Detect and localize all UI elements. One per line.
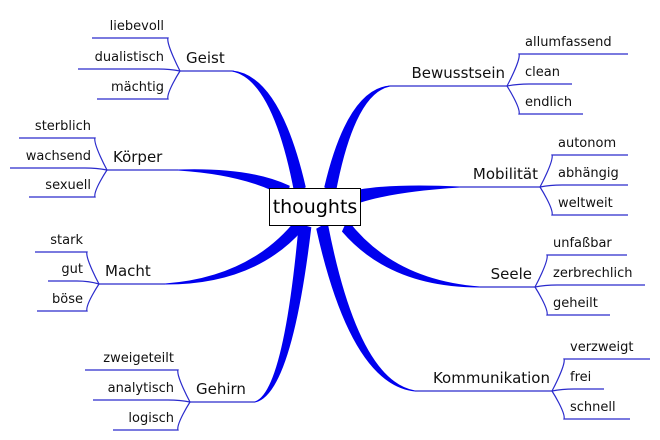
sub-topic-label-mobilitaet-0[interactable]: autonom <box>558 136 617 151</box>
sub-topic-label-geist-2[interactable]: mächtig <box>111 80 164 95</box>
sub-branch-line-mobilitaet-2 <box>539 186 628 216</box>
branch-label-koerper[interactable]: Körper <box>113 148 163 166</box>
sub-topic-label-geist-0[interactable]: liebevoll <box>109 19 164 34</box>
sub-topic-label-kommunikation-0[interactable]: verzweigt <box>570 340 634 355</box>
branch-label-bewusstsein[interactable]: Bewusstsein <box>411 64 505 82</box>
sub-branch-line-seele-0 <box>534 254 627 288</box>
sub-branch-line-mobilitaet-0 <box>539 154 628 188</box>
sub-branch-line-mobilitaet-1 <box>539 184 628 188</box>
sub-branch-line-geist-2 <box>97 70 181 100</box>
sub-branch-line-koerper-2 <box>29 169 108 198</box>
branch-connector-mobilitaet <box>358 185 461 203</box>
sub-topic-label-mobilitaet-2[interactable]: weltweit <box>558 196 613 211</box>
sub-branch-line-seele-2 <box>534 286 610 316</box>
sub-branch-line-bewusstsein-0 <box>506 53 628 87</box>
sub-topic-label-seele-2[interactable]: geheilt <box>553 296 598 311</box>
sub-topic-label-bewusstsein-0[interactable]: allumfassend <box>525 35 612 50</box>
sub-topic-label-macht-1[interactable]: gut <box>61 262 83 277</box>
sub-branch-line-macht-1 <box>48 280 100 285</box>
sub-topic-label-seele-0[interactable]: unfaßbar <box>553 236 612 251</box>
branch-connector-kommunikation <box>316 222 416 392</box>
sub-topic-label-koerper-2[interactable]: sexuell <box>45 178 91 193</box>
central-topic-label: thoughts <box>272 196 358 218</box>
sub-branch-line-koerper-0 <box>19 137 108 171</box>
sub-branch-line-gehirn-0 <box>85 369 191 403</box>
branch-label-kommunikation[interactable]: Kommunikation <box>432 369 550 387</box>
branch-connector-seele <box>341 219 481 288</box>
branch-connector-bewusstsein <box>324 85 391 194</box>
sub-topic-label-mobilitaet-1[interactable]: abhängig <box>558 166 619 181</box>
sub-topic-label-macht-2[interactable]: böse <box>52 292 83 307</box>
sub-topic-label-gehirn-1[interactable]: analytisch <box>107 381 174 396</box>
sub-branch-line-kommunikation-0 <box>551 358 650 392</box>
sub-branch-line-kommunikation-1 <box>551 388 604 392</box>
sub-topic-label-seele-1[interactable]: zerbrechlich <box>553 266 633 281</box>
sub-topic-label-koerper-0[interactable]: sterblich <box>34 119 91 134</box>
sub-topic-label-koerper-1[interactable]: wachsend <box>25 149 91 164</box>
sub-topic-label-kommunikation-2[interactable]: schnell <box>570 400 616 415</box>
sub-branch-line-kommunikation-2 <box>551 390 630 420</box>
branch-label-seele[interactable]: Seele <box>490 265 532 283</box>
branch-label-geist[interactable]: Geist <box>186 49 225 67</box>
central-topic-node[interactable]: thoughts <box>269 188 361 226</box>
sub-branch-line-macht-2 <box>37 283 100 312</box>
branch-label-mobilitaet[interactable]: Mobilität <box>472 165 538 183</box>
sub-topic-label-bewusstsein-1[interactable]: clean <box>525 65 560 80</box>
sub-topic-label-bewusstsein-2[interactable]: endlich <box>525 95 573 110</box>
sub-branch-line-bewusstsein-1 <box>506 83 572 87</box>
branch-connector-gehirn <box>254 223 312 403</box>
branch-label-gehirn[interactable]: Gehirn <box>196 380 246 398</box>
sub-branch-line-seele-1 <box>534 284 645 288</box>
sub-branch-line-bewusstsein-2 <box>506 85 583 115</box>
sub-topic-label-geist-1[interactable]: dualistisch <box>94 50 164 65</box>
branch-connector-koerper <box>177 169 290 199</box>
sub-topic-label-gehirn-0[interactable]: zweigeteilt <box>103 351 174 366</box>
sub-topic-label-kommunikation-1[interactable]: frei <box>570 370 592 385</box>
sub-branch-line-geist-1 <box>78 68 181 72</box>
sub-branch-line-geist-0 <box>92 37 181 72</box>
sub-branch-line-gehirn-2 <box>113 401 191 431</box>
sub-branch-line-macht-0 <box>35 251 100 285</box>
branch-connector-geist <box>231 70 306 194</box>
sub-topic-label-macht-0[interactable]: stark <box>50 233 83 248</box>
sub-branch-line-koerper-1 <box>10 167 108 171</box>
branch-label-macht[interactable]: Macht <box>105 262 151 280</box>
sub-branch-line-gehirn-1 <box>93 399 191 403</box>
branch-connector-macht <box>164 217 304 285</box>
sub-topic-label-gehirn-2[interactable]: logisch <box>128 411 174 426</box>
